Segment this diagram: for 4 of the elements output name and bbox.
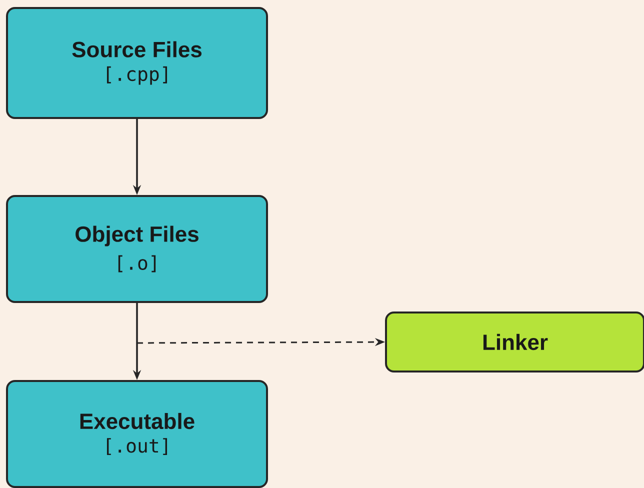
process-box: Source Files [.cpp]: [6, 7, 268, 119]
process-box: Linker: [385, 312, 644, 372]
process-box: Object Files [.o]: [6, 195, 268, 303]
process-box: Executable [.out]: [6, 380, 268, 488]
